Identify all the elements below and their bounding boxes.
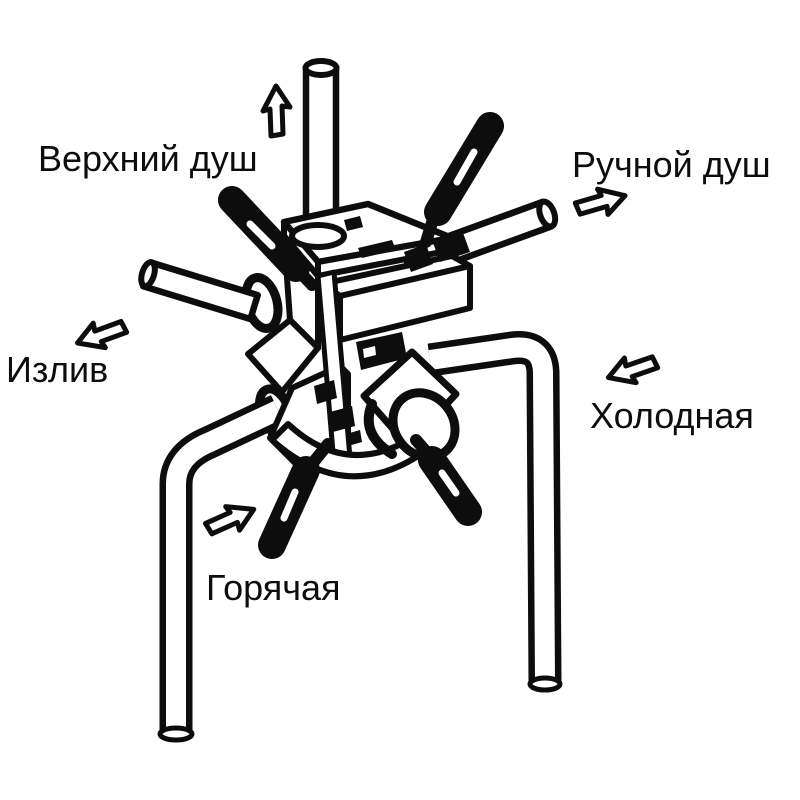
- body-label-plate: [356, 332, 407, 370]
- top-plate-slot: [358, 240, 396, 258]
- valve-body: [245, 200, 473, 480]
- handle-top-left: [218, 186, 318, 291]
- flow-arrow-up-icon: [263, 86, 290, 136]
- flow-arrow-right-icon: [573, 183, 628, 221]
- cold-inlet-pipe: [427, 331, 563, 693]
- flow-arrow-hot-icon: [203, 497, 259, 541]
- handle-bottom-left: [258, 438, 334, 559]
- flow-arrow-cold-icon: [604, 350, 660, 390]
- handle-bottom-right: [410, 434, 482, 526]
- label-hot: Горячая: [206, 567, 341, 608]
- valve-cartridge-cylinder: [360, 348, 460, 462]
- spout-pipe: [138, 259, 283, 333]
- label-spout: Излив: [6, 349, 108, 390]
- label-hand-shower: Ручной душ: [572, 144, 771, 185]
- handle-top-right: [420, 112, 504, 248]
- label-top-shower: Верхний душ: [38, 138, 258, 179]
- label-cold: Холодная: [590, 395, 754, 436]
- hand-shower-port-nut: [432, 230, 470, 262]
- top-pipe-collar: [289, 222, 347, 250]
